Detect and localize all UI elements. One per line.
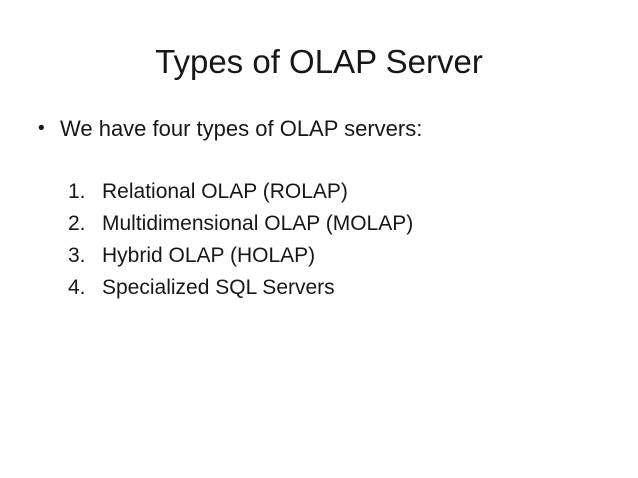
list-item-number: 1.: [68, 180, 86, 203]
bullet-text: We have four types of OLAP servers:: [60, 116, 423, 141]
list-item: 3. Hybrid OLAP (HOLAP): [0, 240, 638, 272]
slide-title: Types of OLAP Server: [155, 43, 483, 80]
list-item: 2. Multidimensional OLAP (MOLAP): [0, 208, 638, 240]
list-item-text: Multidimensional OLAP (MOLAP): [102, 212, 414, 235]
list-item-text: Hybrid OLAP (HOLAP): [102, 244, 316, 267]
bullet-line: • We have four types of OLAP servers:: [0, 115, 638, 142]
list-item: 1. Relational OLAP (ROLAP): [0, 176, 638, 208]
list-item-text: Relational OLAP (ROLAP): [102, 180, 348, 203]
list-item-number: 2.: [68, 212, 86, 235]
list-item: 4. Specialized SQL Servers: [0, 272, 638, 304]
list-item-number: 4.: [68, 276, 86, 299]
olap-types-list: 1. Relational OLAP (ROLAP) 2. Multidimen…: [0, 176, 638, 304]
bullet-icon: •: [38, 118, 45, 139]
list-item-number: 3.: [68, 244, 86, 267]
list-item-text: Specialized SQL Servers: [102, 276, 335, 299]
